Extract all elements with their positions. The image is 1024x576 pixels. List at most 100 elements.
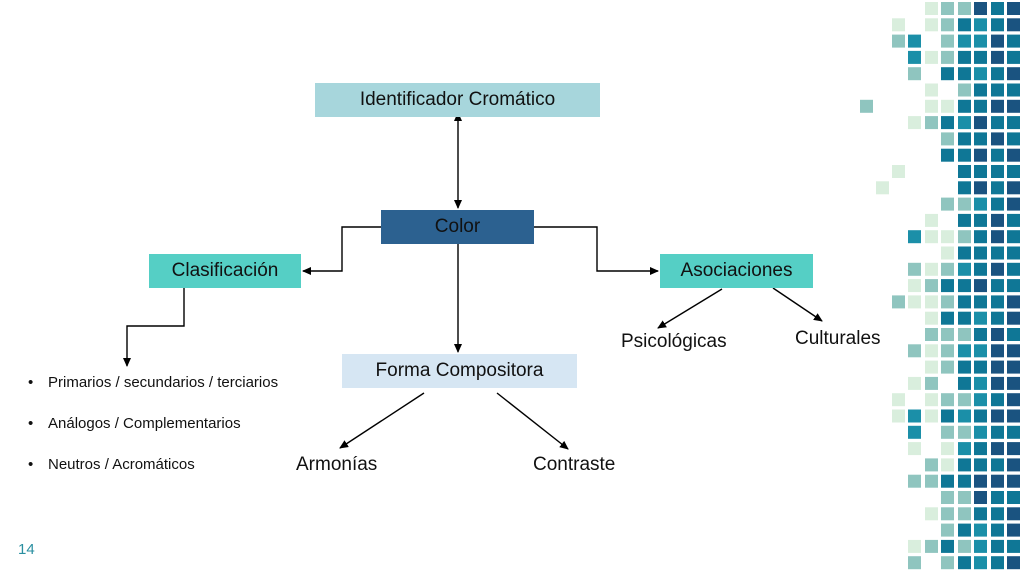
mosaic-tile	[991, 442, 1004, 456]
mosaic-tile	[958, 83, 971, 97]
mosaic-tile	[991, 99, 1004, 113]
mosaic-tile	[991, 393, 1004, 407]
mosaic-tile	[941, 148, 954, 162]
mosaic-tile	[925, 262, 938, 276]
mosaic-tile	[1007, 360, 1020, 374]
mosaic-tile	[1007, 197, 1020, 211]
arrow-forma-armonias	[339, 392, 425, 449]
mosaic-tile	[1007, 132, 1020, 146]
mosaic-tile	[941, 18, 954, 32]
mosaic-tile	[1007, 409, 1020, 423]
mosaic-tile	[974, 311, 987, 325]
mosaic-tile	[1007, 213, 1020, 227]
arrow-clasificacion-bullets	[123, 288, 185, 367]
mosaic-tile	[991, 491, 1004, 504]
arrow-color-asociaciones	[534, 226, 659, 275]
mosaic-tile	[941, 507, 954, 521]
mosaic-tile	[908, 425, 921, 439]
mosaic-tile	[908, 539, 921, 553]
mosaic-tile	[1007, 165, 1020, 178]
mosaic-tile	[974, 295, 987, 309]
mosaic-tile	[991, 148, 1004, 162]
mosaic-tile	[1007, 344, 1020, 358]
mosaic-tile	[908, 67, 921, 81]
mosaic-tile	[1007, 507, 1020, 521]
mosaic-tile	[991, 197, 1004, 211]
mosaic-tile	[991, 360, 1004, 374]
mosaic-tile	[925, 18, 938, 32]
bullet-item: • Primarios / secundarios / terciarios	[28, 373, 278, 414]
mosaic-tile	[958, 491, 971, 504]
mosaic-tile	[1007, 83, 1020, 97]
mosaic-tile	[941, 360, 954, 374]
mosaic-tile	[958, 230, 971, 244]
mosaic-tile	[1007, 295, 1020, 309]
mosaic-tile	[958, 99, 971, 113]
mosaic-tile	[974, 458, 987, 472]
mosaic-tile	[991, 34, 1004, 48]
mosaic-tile	[925, 360, 938, 374]
mosaic-tile	[958, 539, 971, 553]
mosaic-tile	[974, 148, 987, 162]
mosaic-tile	[908, 556, 921, 570]
mosaic-tile	[941, 99, 954, 113]
mosaic-tile	[974, 328, 987, 341]
label-psicologicas: Psicológicas	[621, 331, 727, 352]
mosaic-tile	[925, 393, 938, 407]
mosaic-tile	[958, 344, 971, 358]
bullet-dot: •	[28, 374, 34, 391]
mosaic-tile	[908, 50, 921, 64]
mosaic-tile	[1007, 328, 1020, 341]
mosaic-tile	[1007, 376, 1020, 390]
mosaic-tile	[925, 50, 938, 64]
mosaic-tile	[892, 393, 905, 407]
mosaic-tile	[974, 507, 987, 521]
mosaic-tile	[958, 262, 971, 276]
mosaic-tile	[1007, 116, 1020, 130]
mosaic-tile	[941, 2, 954, 15]
mosaic-tile	[1007, 230, 1020, 244]
mosaic-tile	[958, 425, 971, 439]
mosaic-tile	[925, 83, 938, 97]
mosaic-tile	[958, 442, 971, 456]
mosaic-tile	[941, 246, 954, 260]
arrow-asociaciones-culturales	[772, 287, 823, 322]
mosaic-tile	[958, 2, 971, 15]
mosaic-tile	[908, 262, 921, 276]
mosaic-tile	[941, 556, 954, 570]
mosaic-tile	[941, 132, 954, 146]
mosaic-tile	[991, 67, 1004, 81]
bullet-dot: •	[28, 456, 34, 473]
mosaic-tile	[1007, 34, 1020, 48]
node-color: Color	[381, 210, 534, 244]
mosaic-tile	[908, 279, 921, 293]
mosaic-tile	[1007, 262, 1020, 276]
bullet-item: •Neutros / Acromáticos	[28, 455, 278, 496]
bullet-item: •Análogos / Complementarios	[28, 414, 278, 455]
mosaic-tile	[958, 393, 971, 407]
mosaic-tile	[925, 474, 938, 488]
mosaic-tile	[958, 311, 971, 325]
mosaic-tile	[991, 409, 1004, 423]
mosaic-tile	[958, 328, 971, 341]
mosaic-tile	[908, 34, 921, 48]
mosaic-tile	[958, 523, 971, 537]
mosaic-tile	[974, 230, 987, 244]
mosaic-tile	[908, 230, 921, 244]
mosaic-tile	[974, 491, 987, 504]
mosaic-tile	[974, 393, 987, 407]
mosaic-tile	[958, 246, 971, 260]
mosaic-tile	[908, 116, 921, 130]
mosaic-tile	[991, 458, 1004, 472]
mosaic-tile	[991, 18, 1004, 32]
mosaic-tile	[925, 230, 938, 244]
mosaic-tile	[925, 539, 938, 553]
mosaic-tile	[974, 67, 987, 81]
bullet-text: Primarios / secundarios / terciarios	[48, 374, 279, 391]
label-culturales: Culturales	[795, 328, 881, 349]
mosaic-tile	[1007, 393, 1020, 407]
mosaic-tile	[1007, 18, 1020, 32]
mosaic-tile	[941, 425, 954, 439]
